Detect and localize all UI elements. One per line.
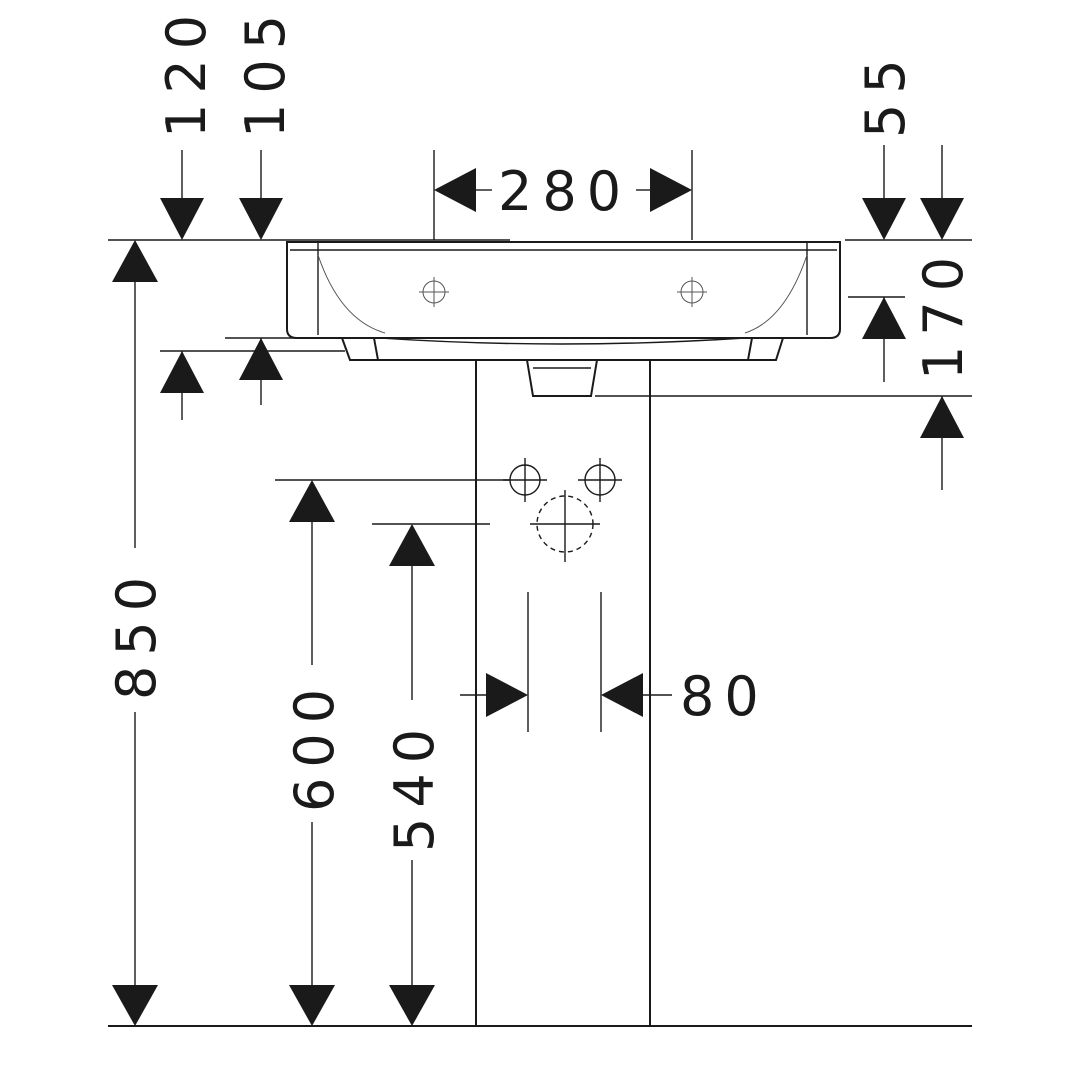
supply-connection-left-icon [503,458,547,502]
tap-hole-right-icon [677,277,707,307]
tap-hole-left-icon [419,277,449,307]
waste-connection-icon [530,490,600,562]
dimension-280-label: 280 [498,160,631,223]
dimension-540: 540 [383,524,446,1026]
pedestal [475,360,651,1026]
dimension-170-label: 170 [912,247,975,380]
dimension-120-label: 120 [155,5,218,138]
washbasin [286,241,841,397]
dimension-850-label: 850 [105,567,168,700]
dimension-55-label: 55 [854,49,917,138]
dimension-105-label: 105 [234,5,297,138]
dimension-80-label: 80 [680,665,769,728]
supply-connection-right-icon [578,458,622,502]
dimension-105: 105 [234,5,297,405]
dimension-170: 170 [912,145,975,490]
dimension-120: 120 [155,5,218,420]
dimension-280: 280 [433,150,693,240]
dimension-55: 55 [854,49,917,382]
dimension-600-label: 600 [283,679,346,812]
dimension-540-label: 540 [383,719,446,852]
dimension-850: 850 [105,240,168,1026]
dimension-80: 80 [460,592,769,732]
dimension-600: 600 [283,480,346,1026]
